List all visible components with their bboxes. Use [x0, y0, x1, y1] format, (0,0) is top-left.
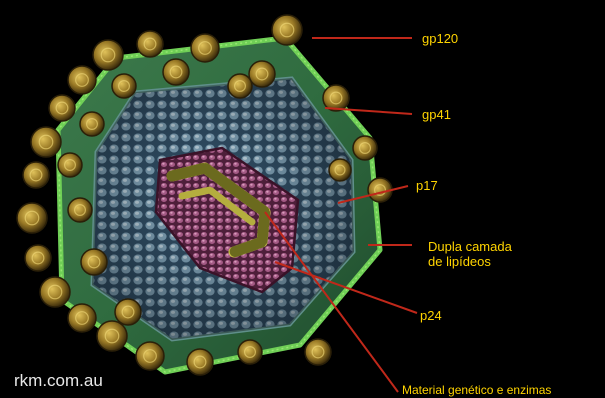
- spike-knob: [238, 340, 262, 364]
- spike-knob: [68, 304, 96, 332]
- spike-knob: [31, 127, 61, 157]
- spike-knob: [25, 245, 51, 271]
- label-lipid-bilayer: Dupla camada de lipídeos: [428, 239, 512, 269]
- spike-knob: [17, 203, 47, 233]
- label-genetic-material: Material genético e enzimas: [402, 383, 551, 398]
- spike-knob: [115, 299, 141, 325]
- spike-knob: [136, 342, 164, 370]
- spike-knob: [68, 66, 96, 94]
- spike-knob: [305, 339, 331, 365]
- spike-knob: [187, 349, 213, 375]
- spike-knob: [228, 74, 252, 98]
- spike-knob: [58, 153, 82, 177]
- label-gp41: gp41: [422, 107, 451, 122]
- spike-knob: [163, 59, 189, 85]
- spike-knob: [112, 74, 136, 98]
- spike-knob: [68, 198, 92, 222]
- spike-knob: [23, 162, 49, 188]
- spike-knob: [353, 136, 377, 160]
- label-p17: p17: [416, 178, 438, 193]
- spike-knob: [97, 321, 127, 351]
- spike-knob: [323, 85, 349, 111]
- spike-knob: [191, 34, 219, 62]
- label-gp120: gp120: [422, 31, 458, 46]
- source-credit: rkm.com.au: [14, 371, 103, 391]
- spike-knob: [93, 40, 123, 70]
- spike-knob: [329, 159, 351, 181]
- spike-knob: [81, 249, 107, 275]
- spike-knob: [80, 112, 104, 136]
- spike-knob: [249, 61, 275, 87]
- spike-knob: [272, 15, 302, 45]
- label-p24: p24: [420, 308, 442, 323]
- spike-knob: [137, 31, 163, 57]
- label-lipid-line2: de lipídeos: [428, 254, 512, 269]
- spike-knob: [40, 277, 70, 307]
- spike-knob: [49, 95, 75, 121]
- label-lipid-line1: Dupla camada: [428, 239, 512, 254]
